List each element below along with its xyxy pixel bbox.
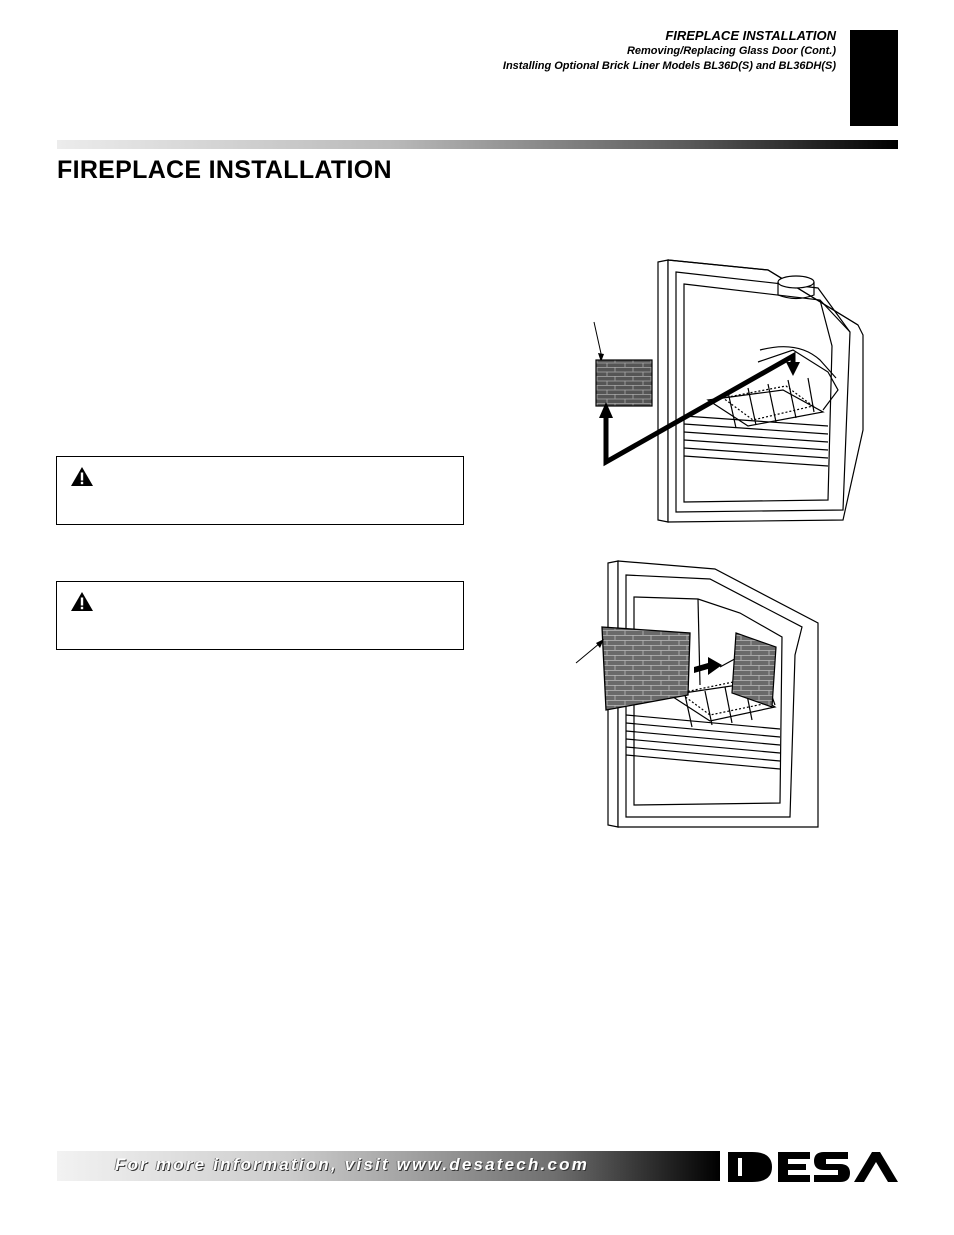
section-tab — [850, 30, 898, 126]
footer-bar: For more information, visit www.desatech… — [57, 1151, 720, 1181]
figure-side-brick-panel — [575, 560, 819, 828]
page-title: FIREPLACE INSTALLATION — [57, 156, 392, 184]
header-rule — [57, 140, 898, 149]
warning-box-1 — [56, 456, 464, 525]
section-subtitle-1: Removing/Replacing Glass Door (Cont.) — [626, 45, 836, 57]
figure-back-brick-panel — [593, 259, 864, 523]
section-subtitle-2: Installing Optional Brick Liner Models B… — [502, 60, 836, 72]
warning-triangle-icon — [71, 592, 93, 611]
warning-triangle-icon — [71, 467, 93, 486]
warning-box-2 — [56, 581, 464, 650]
section-header: FIREPLACE INSTALLATION — [665, 28, 836, 43]
footer-website-text: For more information, visit www.desatech… — [115, 1155, 590, 1174]
desa-logo — [728, 1152, 898, 1182]
